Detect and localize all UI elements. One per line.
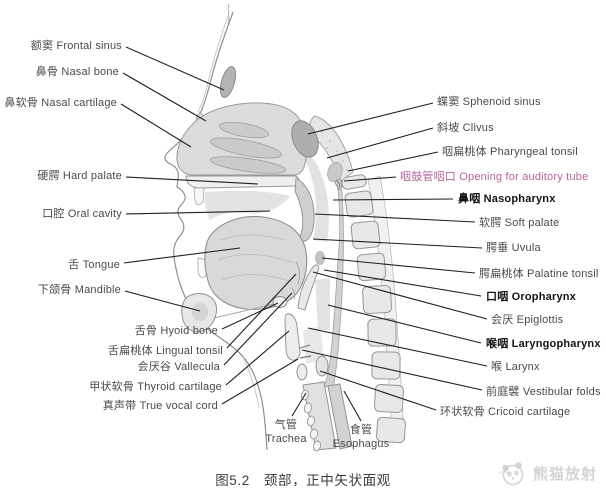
laryngopharynx-space xyxy=(315,278,330,330)
leader-sphenoid-sinus xyxy=(307,102,434,135)
leader-oral-cavity xyxy=(125,210,271,215)
label-epiglottis: 会厌 Epiglottis xyxy=(491,314,564,326)
hyoid-bone-shape xyxy=(272,296,288,308)
cricoid-arch-shape xyxy=(296,363,308,381)
label-uvula: 腭垂 Uvula xyxy=(486,242,541,254)
leader-palatine-tonsil xyxy=(321,257,476,274)
hair-wisp xyxy=(227,3,230,25)
label-vestibular-folds: 前庭襞 Vestibular folds xyxy=(486,386,601,398)
mylohyoid-line xyxy=(213,303,275,319)
label-true-vocal-cord: 真声带 True vocal cord xyxy=(102,400,218,412)
leader-uvula xyxy=(312,238,483,249)
esophagus-shape xyxy=(327,383,353,450)
label-thyroid-cartilage: 甲状软骨 Thyroid cartilage xyxy=(89,381,222,393)
panda-icon xyxy=(498,462,524,486)
leader-mandible xyxy=(124,290,201,312)
tongue-shape xyxy=(204,215,308,310)
label-tongue: 舌 Tongue xyxy=(68,259,120,271)
leader-epiglottis xyxy=(312,271,488,320)
label-hyoid-bone: 舌骨 Hyoid bone xyxy=(134,325,218,337)
pharyngeal-tonsil-shape xyxy=(327,162,343,182)
sphenoid-sinus-shape xyxy=(291,120,319,158)
label-vallecula: 会厌谷 Vallecula xyxy=(137,361,220,373)
label-mandible: 下颌骨 Mandible xyxy=(37,284,121,296)
figure-number: 图5.2 xyxy=(215,473,250,488)
label-oral-cavity: 口腔 Oral cavity xyxy=(42,208,122,220)
leader-larynx xyxy=(307,327,488,367)
label-palatine-tonsil: 腭扁桃体 Palatine tonsil xyxy=(479,268,599,280)
epiglottis-shape xyxy=(297,264,319,311)
label-oropharynx: 口咽 Oropharynx xyxy=(486,291,577,303)
leader-nasopharynx xyxy=(332,198,454,201)
leader-pharyngeal-tonsil xyxy=(347,151,439,172)
leader-cricoid-cartilage xyxy=(319,370,437,411)
label-frontal-sinus: 额窦 Frontal sinus xyxy=(30,40,122,52)
vestibular-fold-shape xyxy=(299,344,311,349)
upper-incisor xyxy=(193,187,205,205)
leader-tongue xyxy=(123,247,241,264)
label-nasal-cartilage: 鼻软骨 Nasal cartilage xyxy=(4,97,117,109)
leader-esophagus xyxy=(343,390,362,422)
label-pharyngeal-tonsil: 咽扁桃体 Pharyngeal tonsil xyxy=(442,146,578,158)
leader-lingual-tonsil xyxy=(226,273,297,349)
soft-palate-uvula-shape xyxy=(294,177,315,242)
leader-trachea xyxy=(291,392,307,417)
label-laryngopharynx: 喉咽 Laryngopharynx xyxy=(486,338,601,350)
leader-thyroid-cartilage xyxy=(225,330,290,386)
leader-hyoid-bone xyxy=(221,302,279,330)
mandible-marrow xyxy=(192,303,208,321)
cricoid-lamina-shape xyxy=(315,355,329,377)
tongue-texture xyxy=(217,234,293,283)
label-lingual-tonsil: 舌扁桃体 Lingual tonsil xyxy=(107,345,223,357)
trachea-shape xyxy=(302,381,337,451)
clivus-stipple xyxy=(321,131,348,171)
label-sphenoid-sinus: 蝶窦 Sphenoid sinus xyxy=(437,96,541,108)
leader-oropharynx xyxy=(323,269,482,297)
label-larynx: 喉 Larynx xyxy=(491,361,540,373)
hard-palate-shape xyxy=(185,175,300,189)
vallecula-shape xyxy=(291,287,296,300)
leader-frontal-sinus xyxy=(125,46,225,91)
skull-inner-line xyxy=(197,15,229,113)
label-auditory-tube-opening: 咽鼓管咽口 Opening for auditory tube xyxy=(400,171,589,183)
label-nasopharynx: 鼻咽 Nasopharynx xyxy=(458,193,556,205)
label-soft-palate: 软腭 Soft palate xyxy=(479,217,560,229)
vocal-cord-shape xyxy=(299,355,312,359)
leader-clivus xyxy=(326,127,434,159)
leader-lines xyxy=(120,46,488,422)
leader-hard-palate xyxy=(125,176,259,185)
leader-nasal-cartilage xyxy=(120,103,192,148)
leader-laryngopharynx xyxy=(327,304,482,344)
neck-shadow-line xyxy=(242,356,260,409)
label-hard-palate: 硬腭 Hard palate xyxy=(37,170,122,182)
tracheal-rings xyxy=(301,389,321,452)
figure-caption: 图5.2 颈部，正中矢状面观 xyxy=(0,469,606,489)
leader-true-vocal-cord xyxy=(221,358,299,405)
leader-vallecula xyxy=(223,292,293,366)
label-clivus: 斜坡 Clivus xyxy=(437,122,494,134)
leader-nasal-bone xyxy=(122,72,207,122)
nasal-conchae xyxy=(209,121,287,174)
larynx-interior xyxy=(303,326,324,364)
oral-cavity-shape xyxy=(204,190,290,220)
auditory-tube-opening-shape xyxy=(335,179,341,191)
leader-vestibular-folds xyxy=(301,349,483,391)
label-nasal-bone: 鼻骨 Nasal bone xyxy=(35,66,119,78)
brand-watermark: 熊猫放射 xyxy=(496,455,604,491)
thyroid-cartilage-shape xyxy=(284,313,301,361)
leader-soft-palate xyxy=(314,213,476,223)
brand-name: 熊猫放射 xyxy=(533,465,598,483)
label-cricoid-cartilage: 环状软骨 Cricoid cartilage xyxy=(440,406,571,418)
frontal-sinus-shape xyxy=(219,66,237,98)
figure-title: 颈部，正中矢状面观 xyxy=(263,473,391,488)
leader-auditory-tube-opening xyxy=(343,176,397,182)
nasopharynx-space xyxy=(301,150,329,242)
lingual-tonsil-shape xyxy=(295,261,301,285)
